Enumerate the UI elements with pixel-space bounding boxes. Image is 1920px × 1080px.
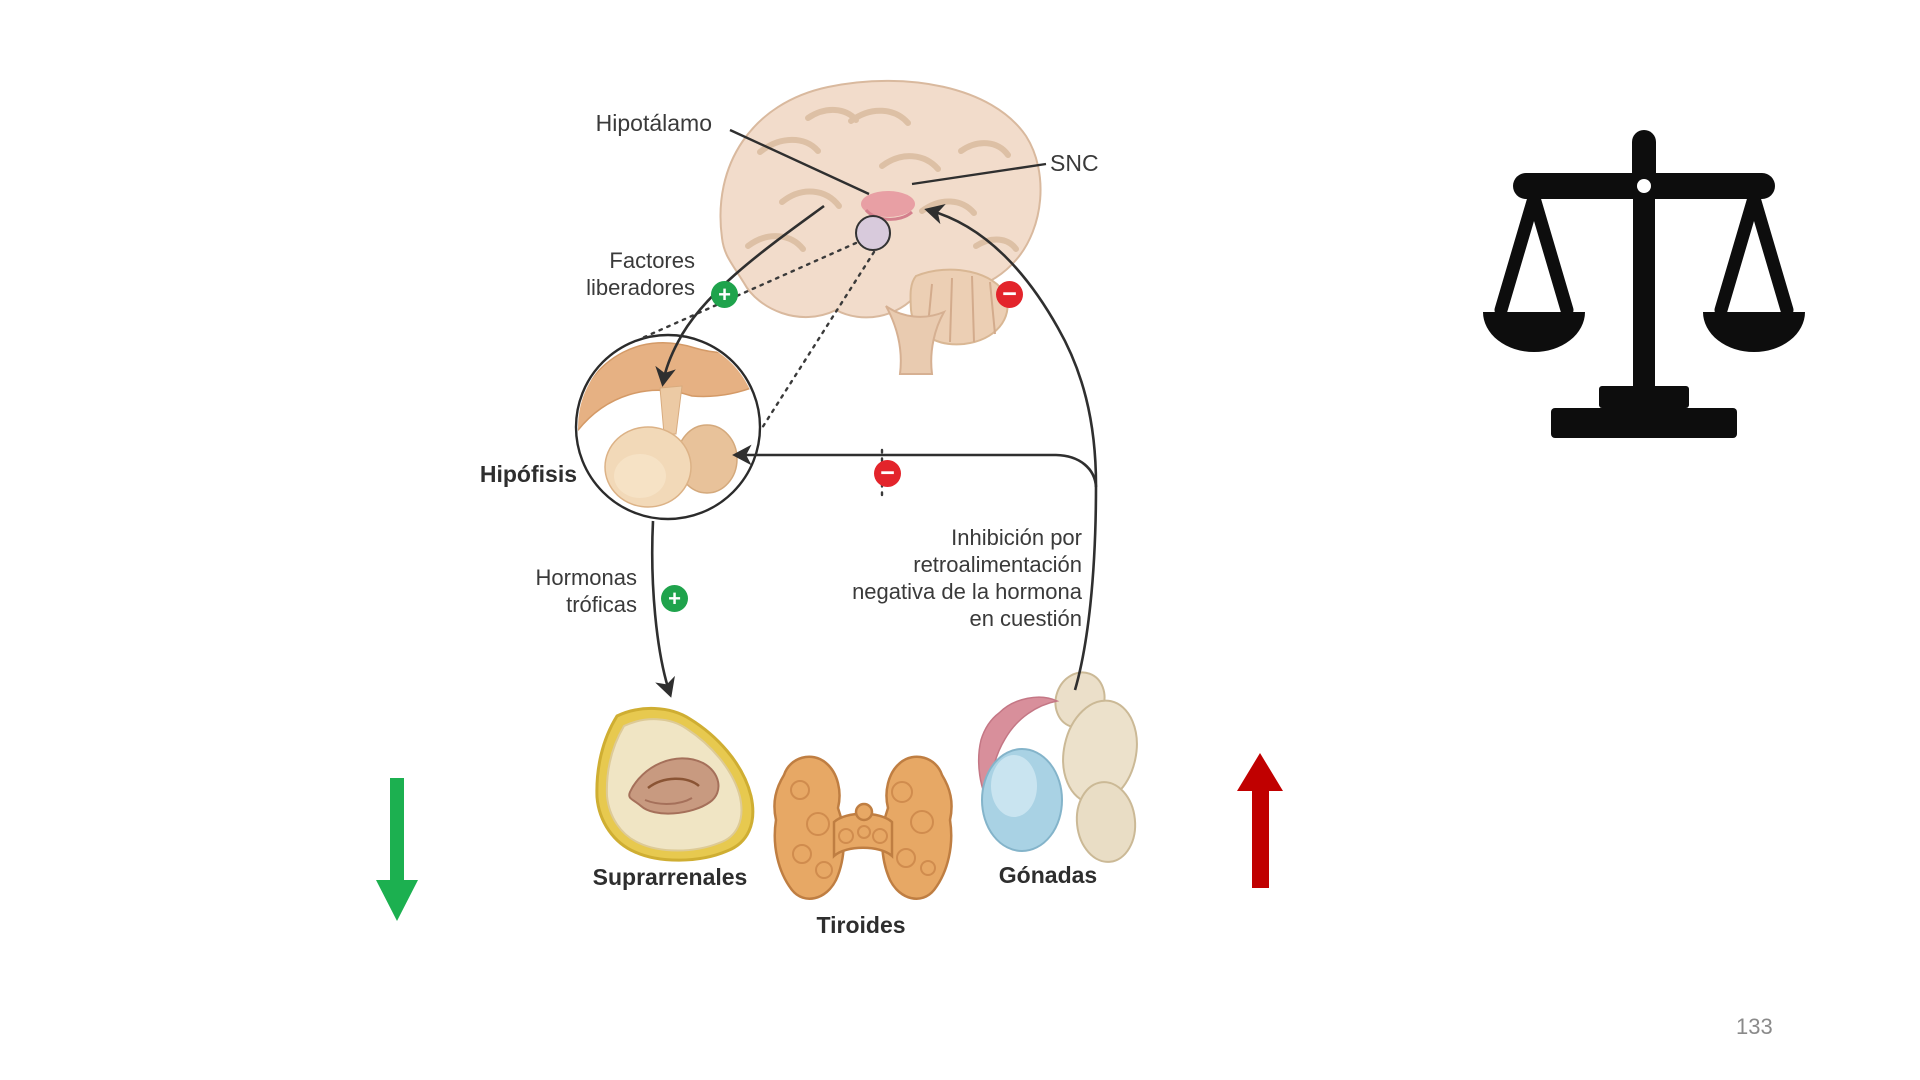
page-number: 133	[1736, 1014, 1773, 1039]
brain-illustration	[719, 79, 1042, 375]
thyroid-label: Tiroides	[816, 912, 906, 938]
pituitary-label: Hipófisis	[479, 461, 577, 487]
plus-badge-releasing-factors: +	[711, 281, 738, 308]
trophic-hormones-arrow	[650, 520, 675, 698]
gonads-label: Gónadas	[998, 862, 1098, 888]
hypothalamus-leader-line	[729, 128, 870, 196]
hypothalamus-magnifier-source-circle	[855, 215, 891, 251]
trophic-hormones-label: Hormonas tróficas	[535, 565, 637, 617]
negative-feedback-label: Inhibición por retroalimentación negativ…	[852, 525, 1082, 631]
increase-arrow-icon	[1237, 753, 1283, 888]
cns-label: SNC	[1050, 150, 1099, 176]
adrenals-label: Suprarrenales	[592, 864, 748, 890]
minus-badge-pituitary-feedback: −	[874, 460, 901, 487]
releasing-factors-label: Factores liberadores	[586, 248, 695, 300]
hypothalamus-label: Hipotálamo	[595, 110, 712, 136]
feedback-to-cns-arrow	[924, 203, 1098, 691]
magnification-dashed-lines	[638, 241, 884, 499]
plus-badge-trophic-hormones: +	[661, 585, 688, 612]
minus-badge-cns-feedback: −	[996, 281, 1023, 308]
releasing-factors-arrow	[655, 204, 825, 387]
hypothalamus-region	[861, 191, 915, 217]
cns-leader-line	[911, 162, 1047, 186]
feedback-to-pituitary-arrow	[732, 444, 1098, 488]
thyroid-texture	[790, 780, 936, 879]
balance-scale-icon	[1483, 130, 1805, 438]
adrenal-illustration	[595, 706, 755, 862]
brainstem	[885, 305, 947, 375]
brain-gyri	[745, 107, 1019, 252]
thyroid-illustration	[773, 755, 953, 900]
decrease-arrow-icon	[376, 778, 418, 921]
gonad-illustration	[977, 671, 1138, 863]
cerebellum-folds	[926, 275, 996, 343]
